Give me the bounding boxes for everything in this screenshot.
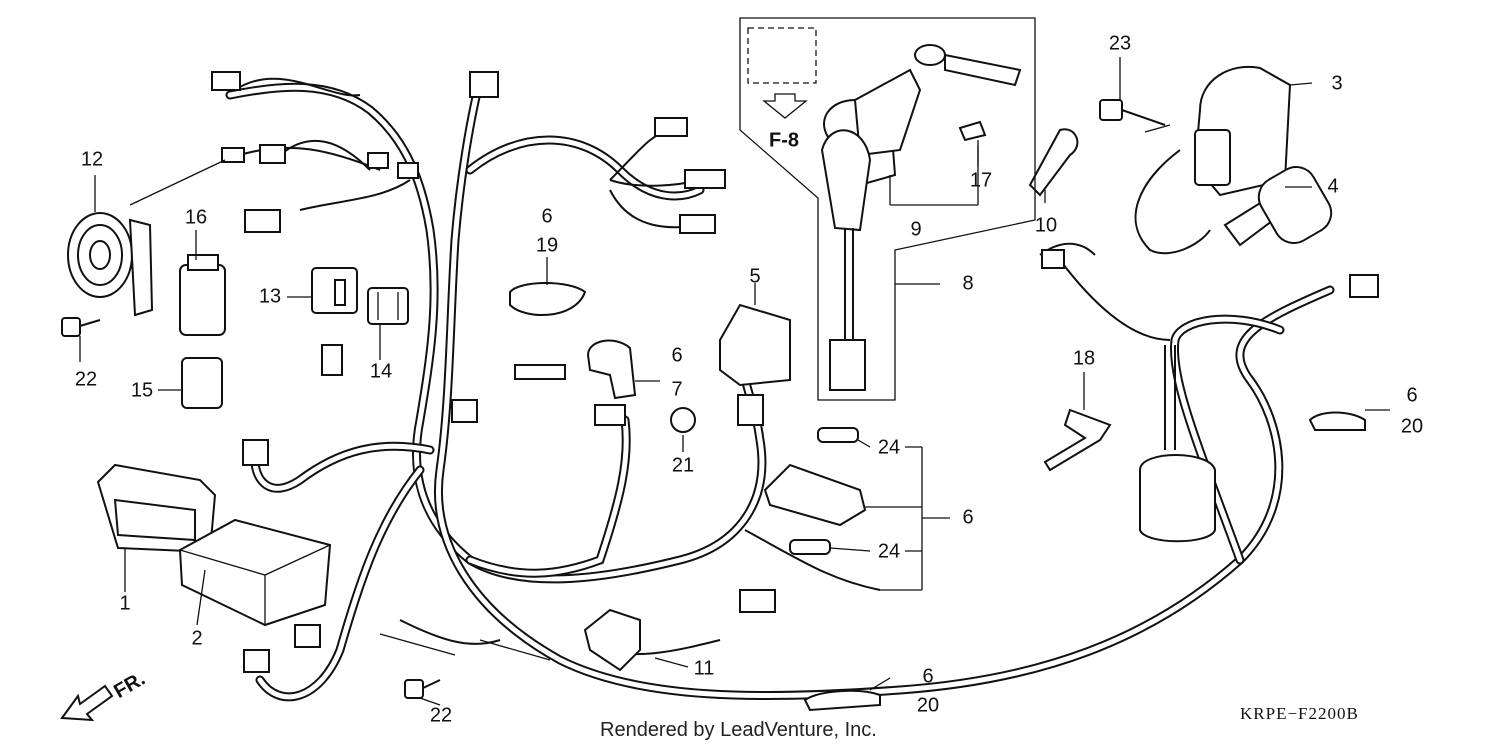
leader-lines xyxy=(79,57,1390,706)
relay-15-part xyxy=(181,357,223,409)
label-part-5[interactable]: 5 xyxy=(749,265,760,287)
label-part-9[interactable]: 9 xyxy=(910,218,921,240)
cover-1-part xyxy=(96,463,217,554)
label-part-12[interactable]: 12 xyxy=(81,148,103,170)
canister-part xyxy=(1139,454,1216,543)
label-front-direction: FR. xyxy=(110,668,149,703)
label-part-20-right[interactable]: 20 xyxy=(1401,415,1423,437)
label-part-21[interactable]: 21 xyxy=(672,454,694,476)
unit-13-part xyxy=(311,267,358,314)
label-part-22-bottom[interactable]: 22 xyxy=(430,704,452,726)
band-19-part xyxy=(509,282,587,316)
label-part-10[interactable]: 10 xyxy=(1035,214,1057,236)
connector-14-part xyxy=(367,287,409,325)
label-part-18[interactable]: 18 xyxy=(1073,347,1095,369)
render-credit: Rendered by LeadVenture, Inc. xyxy=(600,719,877,741)
label-part-23[interactable]: 23 xyxy=(1109,32,1131,54)
ignition-coil-3-part xyxy=(1193,65,1292,197)
cdi-unit-2-part xyxy=(178,518,332,627)
bolt-23-part xyxy=(1099,99,1166,126)
key-part xyxy=(914,44,1022,87)
key-blank-10-part xyxy=(1028,128,1079,197)
clamp-20-lower-part xyxy=(803,689,881,712)
relay-16-part xyxy=(179,254,226,336)
grommet-21-part xyxy=(670,407,696,433)
label-part-22-left[interactable]: 22 xyxy=(75,368,97,390)
label-part-19[interactable]: 19 xyxy=(536,234,558,256)
label-part-3[interactable]: 3 xyxy=(1331,72,1342,94)
label-part-17[interactable]: 17 xyxy=(970,169,992,191)
label-part-13[interactable]: 13 xyxy=(259,285,281,307)
screw-17-part xyxy=(958,120,987,142)
label-f8-reference[interactable]: F-8 xyxy=(769,129,799,151)
label-part-2[interactable]: 2 xyxy=(191,627,202,649)
lead-11-part xyxy=(583,608,641,672)
label-part-11[interactable]: 11 xyxy=(694,657,715,679)
label-part-16[interactable]: 16 xyxy=(185,206,207,228)
label-part-6-clamp-band[interactable]: 6 xyxy=(541,205,552,227)
horn-part xyxy=(67,212,154,317)
regulator-5-part xyxy=(719,303,791,426)
cap-7-part xyxy=(586,339,637,400)
label-part-24-upper[interactable]: 24 xyxy=(878,436,900,458)
f8-reference-box xyxy=(747,27,817,84)
tie-18-part xyxy=(1043,408,1112,472)
label-part-6-clamp-right[interactable]: 6 xyxy=(1406,384,1417,406)
label-part-1[interactable]: 1 xyxy=(119,592,130,614)
harness-connectors xyxy=(211,71,1379,673)
label-part-6-fuse-holder[interactable]: 6 xyxy=(962,506,973,528)
front-direction-arrow xyxy=(60,684,114,722)
bolt-22-bottom-part xyxy=(404,679,441,699)
diagram-code: KRPE−F2200B xyxy=(1240,704,1359,723)
bolt-22-left-part xyxy=(61,317,101,337)
label-part-6-clamp-bottom[interactable]: 6 xyxy=(922,665,933,687)
label-part-20-bottom[interactable]: 20 xyxy=(917,694,939,716)
ignition-switch-group-outline xyxy=(739,17,1036,401)
plug-cap-4-part xyxy=(1223,166,1333,247)
label-part-6-cap[interactable]: 6 xyxy=(671,344,682,366)
label-part-14[interactable]: 14 xyxy=(370,360,392,382)
label-part-7[interactable]: 7 xyxy=(671,378,682,400)
fuse-holder-part xyxy=(763,427,867,555)
f8-arrow xyxy=(762,93,808,119)
label-part-8[interactable]: 8 xyxy=(962,272,973,294)
clamp-20-upper-part xyxy=(1308,411,1366,431)
thin-wires xyxy=(234,77,1211,656)
ignition-switch-part xyxy=(820,68,922,391)
label-part-15[interactable]: 15 xyxy=(131,379,153,401)
label-part-24-lower[interactable]: 24 xyxy=(878,540,900,562)
label-part-4[interactable]: 4 xyxy=(1327,175,1338,197)
